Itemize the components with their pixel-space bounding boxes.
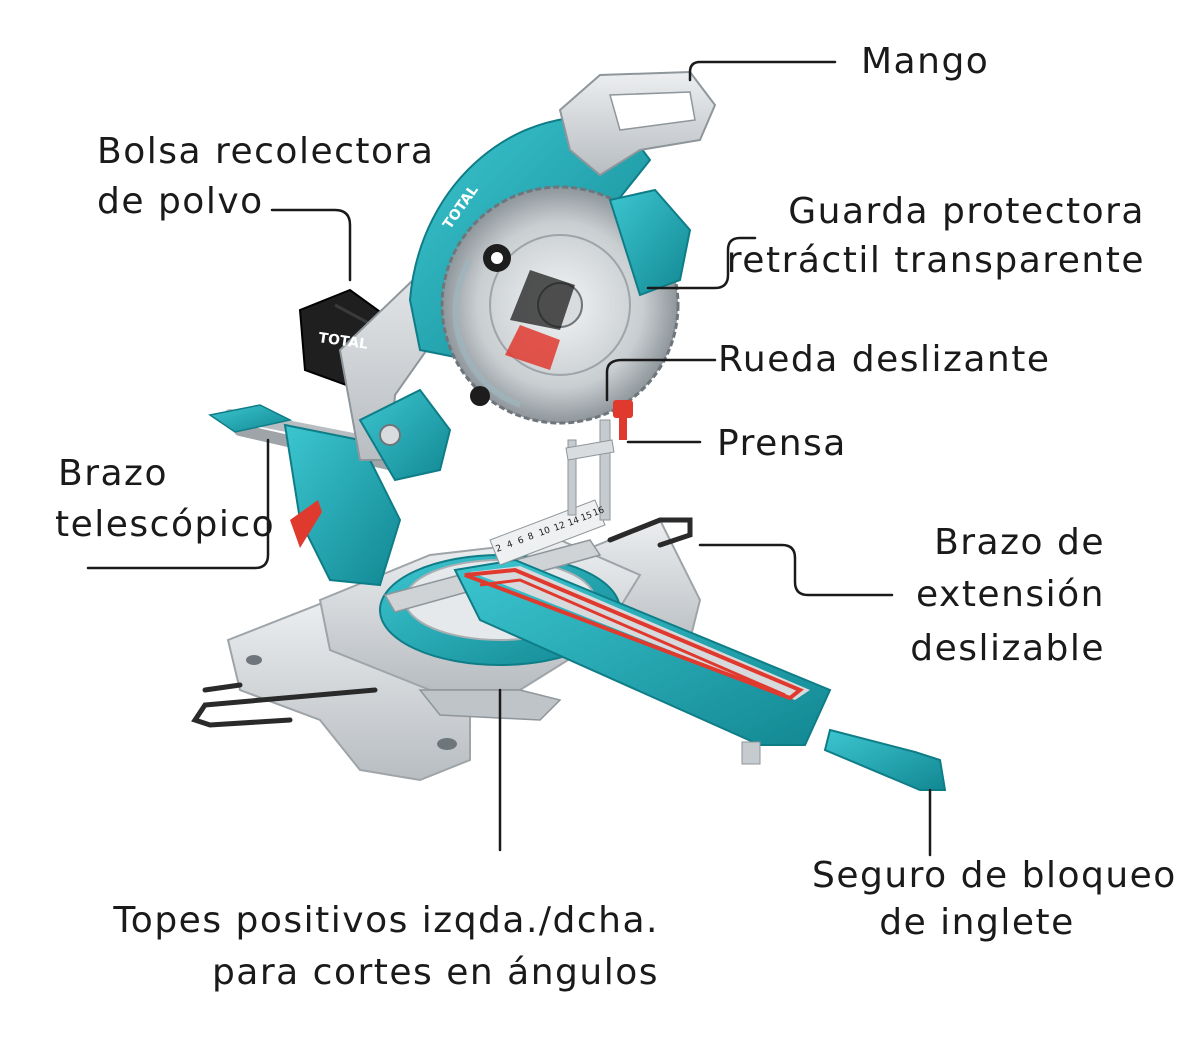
scale-tick: 6 xyxy=(517,535,526,546)
saw-head xyxy=(338,70,717,482)
label-guard-line1: Guarda protectora xyxy=(788,191,1145,232)
scale-tick: 14 xyxy=(567,515,581,528)
label-positive-stops-line2: para cortes en ángulos xyxy=(211,952,659,993)
label-dust-bag-line2: de polvo xyxy=(97,181,264,222)
scale-tick: 15 xyxy=(580,511,594,524)
brand-text-bag: TOTAL xyxy=(317,330,368,353)
leader-dust-bag xyxy=(270,208,352,282)
label-guard-line2: retráctil transparente xyxy=(726,240,1145,281)
label-slide-wheel: Rueda deslizante xyxy=(718,339,1051,380)
scale-tick: 2 xyxy=(495,543,504,554)
extension-wire-right xyxy=(607,517,693,548)
label-extension-arm-line2: extensión xyxy=(916,574,1105,615)
label-miter-lock-line1: Seguro de bloqueo xyxy=(812,855,1177,896)
scale-tick: 12 xyxy=(553,521,567,534)
label-handle: Mango xyxy=(861,41,990,82)
leader-slide-wheel xyxy=(605,358,717,402)
miter-scale: 2 4 6 8 10 12 14 15 16 xyxy=(495,505,606,554)
label-miter-lock-line2: de inglete xyxy=(879,902,1075,943)
scale-tick: 16 xyxy=(592,505,606,518)
leader-lines xyxy=(86,60,932,857)
scale-tick: 4 xyxy=(506,539,515,550)
label-telescopic-arm-line2: telescópico xyxy=(55,504,276,545)
label-telescopic-arm-line1: Brazo xyxy=(58,453,168,494)
extension-wire-left xyxy=(191,682,378,728)
label-extension-arm-line1: Brazo de xyxy=(934,522,1105,563)
hold-down-clamp xyxy=(565,400,633,521)
leader-telescopic-arm xyxy=(86,438,270,570)
leader-guard xyxy=(646,236,757,290)
leader-handle xyxy=(688,60,837,82)
label-extension-arm-line3: deslizable xyxy=(910,628,1105,669)
label-dust-bag-line1: Bolsa recolectora xyxy=(97,131,435,172)
miter-arm xyxy=(453,499,947,791)
leader-extension-arm xyxy=(698,543,894,597)
label-positive-stops-line1: Topes positivos izqda./dcha. xyxy=(113,900,659,941)
scale-tick: 8 xyxy=(527,531,536,542)
label-clamp: Prensa xyxy=(717,423,847,464)
scale-tick: 10 xyxy=(538,525,552,538)
